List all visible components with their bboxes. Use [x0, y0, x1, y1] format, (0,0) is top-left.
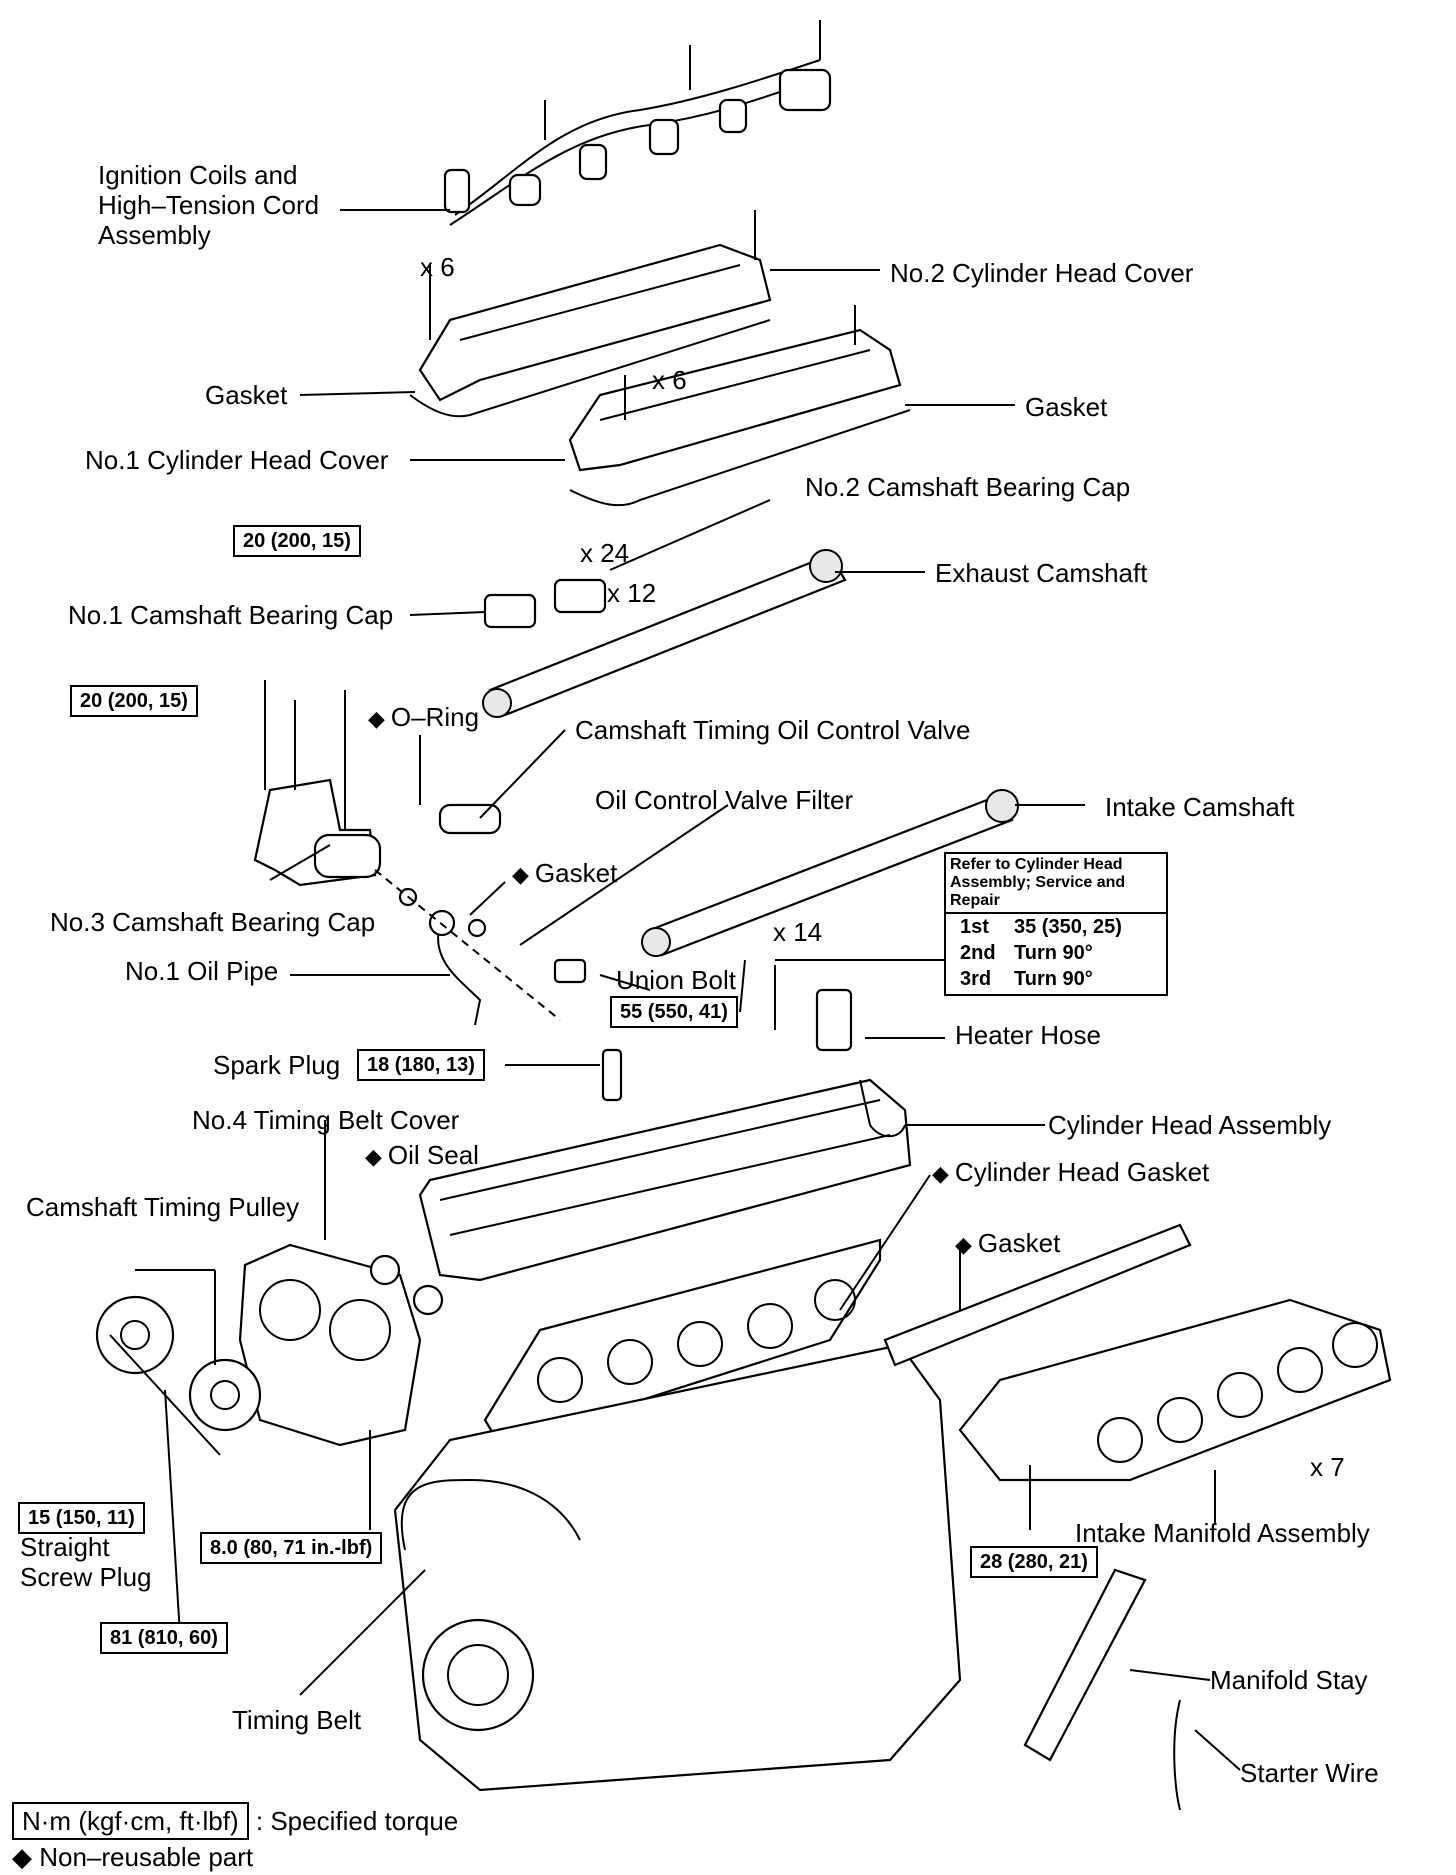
- intake-gasket-drawing: [883, 1223, 1192, 1367]
- label-gasket-oil-pipe: ◆Gasket: [512, 858, 618, 888]
- legend-torque-row: N·m (kgf·cm, ft·lbf) : Specified torque: [12, 1802, 458, 1840]
- label-heater-hose: Heater Hose: [955, 1020, 1101, 1050]
- head-bolt-box-title: Refer to Cylinder Head Assembly; Service…: [946, 854, 1166, 914]
- torque-no3-cap-bolts: 20 (200, 15): [70, 685, 198, 717]
- torque-straight-screw-plug: 15 (150, 11): [18, 1502, 145, 1534]
- label-exhaust-camshaft: Exhaust Camshaft: [935, 558, 1148, 588]
- label-no1-cylinder-head-cover: No.1 Cylinder Head Cover: [85, 445, 389, 475]
- label-spark-plug: Spark Plug: [213, 1050, 341, 1080]
- label-no2-cylinder-head-cover: No.2 Cylinder Head Cover: [890, 258, 1194, 288]
- label-union-bolt: Union Bolt: [616, 965, 736, 995]
- torque-pulley-bolt: 81 (810, 60): [100, 1622, 228, 1654]
- intake-manifold-drawing: [958, 1298, 1392, 1482]
- label-starter-wire: Starter Wire: [1240, 1758, 1379, 1788]
- manifold-stay-drawing: [1023, 1568, 1147, 1762]
- no2-bearing-cap-drawing: [553, 578, 607, 614]
- no1-cylinder-head-cover-drawing: [568, 305, 911, 507]
- leader-lines: [109, 209, 1241, 1771]
- label-camshaft-timing-pulley: Camshaft Timing Pulley: [26, 1192, 300, 1222]
- oil-pipe-drawing: [437, 924, 482, 1026]
- no2-cylinder-head-cover-drawing: [409, 210, 772, 418]
- camshaft-timing-pulley-drawing: [95, 1295, 262, 1432]
- heater-hose-drawing: [815, 988, 853, 1052]
- label-gasket-left: Gasket: [205, 380, 288, 410]
- count-cover-bolts-lower: x 6: [652, 365, 687, 395]
- head-bolt-torque-box: Refer to Cylinder Head Assembly; Service…: [944, 852, 1168, 996]
- union-bolt-drawing: [553, 958, 587, 984]
- torque-spark-plug: 18 (180, 13): [357, 1049, 485, 1081]
- engine-block-drawing: [393, 1343, 962, 1792]
- exhaust-camshaft-drawing: [482, 549, 847, 718]
- label-oil-seal: ◆Oil Seal: [365, 1140, 479, 1170]
- legend: N·m (kgf·cm, ft·lbf) : Specified torque …: [12, 1802, 458, 1874]
- count-head-bolts: x 14: [773, 917, 823, 947]
- timing-belt-drawing: [400, 1478, 581, 1551]
- label-cylinder-head-assembly: Cylinder Head Assembly: [1048, 1110, 1332, 1140]
- label-cylinder-head-gasket: ◆Cylinder Head Gasket: [932, 1157, 1210, 1187]
- label-camshaft-timing-ocv: Camshaft Timing Oil Control Valve: [575, 715, 971, 745]
- torque-union-bolt: 55 (550, 41): [610, 996, 738, 1028]
- count-cover-bolts-upper: x 6: [420, 252, 455, 282]
- no1-bearing-cap-drawing: [483, 593, 537, 629]
- ignition-coil-assembly-drawing: [443, 20, 832, 226]
- legend-nonreusable-row: ◆ Non–reusable part: [12, 1840, 458, 1874]
- label-ignition-coils: Ignition Coils and High–Tension Cord Ass…: [98, 160, 320, 250]
- torque-cap-bolts: 20 (200, 15): [233, 525, 361, 557]
- label-intake-manifold-assembly: Intake Manifold Assembly: [1075, 1518, 1370, 1548]
- torque-timing-belt-cover: 8.0 (80, 71 in.-lbf): [200, 1532, 383, 1564]
- non-reusable-marker: ◆: [368, 706, 385, 731]
- label-o-ring: ◆O–Ring: [368, 702, 480, 732]
- legend-diamond-icon: ◆: [12, 1842, 32, 1872]
- count-caps: x 12: [607, 578, 657, 608]
- count-manifold-nuts: x 7: [1310, 1452, 1345, 1482]
- torque-intake-manifold: 28 (280, 21): [970, 1546, 1098, 1578]
- starter-wire-drawing: [1173, 1699, 1181, 1811]
- label-gasket-intake: ◆Gasket: [955, 1228, 1061, 1258]
- label-gasket-right: Gasket: [1025, 392, 1108, 422]
- label-oil-control-valve-filter: Oil Control Valve Filter: [595, 785, 854, 815]
- label-no3-camshaft-bearing-cap: No.3 Camshaft Bearing Cap: [50, 907, 376, 937]
- label-no4-timing-belt-cover: No.4 Timing Belt Cover: [192, 1105, 460, 1135]
- spark-plug-drawing: [601, 1048, 623, 1102]
- label-intake-camshaft: Intake Camshaft: [1105, 792, 1295, 822]
- count-cap-bolts: x 24: [580, 538, 630, 568]
- no3-bearing-cap-drawing: [253, 680, 382, 887]
- intake-camshaft-drawing: [641, 789, 1019, 957]
- label-no1-oil-pipe: No.1 Oil Pipe: [125, 956, 279, 986]
- label-timing-belt: Timing Belt: [232, 1705, 362, 1735]
- label-manifold-stay: Manifold Stay: [1210, 1665, 1368, 1695]
- label-straight-screw-plug: Straight Screw Plug: [20, 1532, 152, 1592]
- label-no1-camshaft-bearing-cap: No.1 Camshaft Bearing Cap: [68, 600, 394, 630]
- legend-torque-desc: : Specified torque: [255, 1806, 459, 1836]
- cylinder-head-drawing: [418, 1078, 912, 1282]
- legend-torque-unit: N·m (kgf·cm, ft·lbf): [12, 1802, 249, 1840]
- ocv-drawing: [438, 803, 502, 835]
- label-no2-camshaft-bearing-cap: No.2 Camshaft Bearing Cap: [805, 472, 1131, 502]
- legend-nonreusable-desc: Non–reusable part: [39, 1842, 254, 1872]
